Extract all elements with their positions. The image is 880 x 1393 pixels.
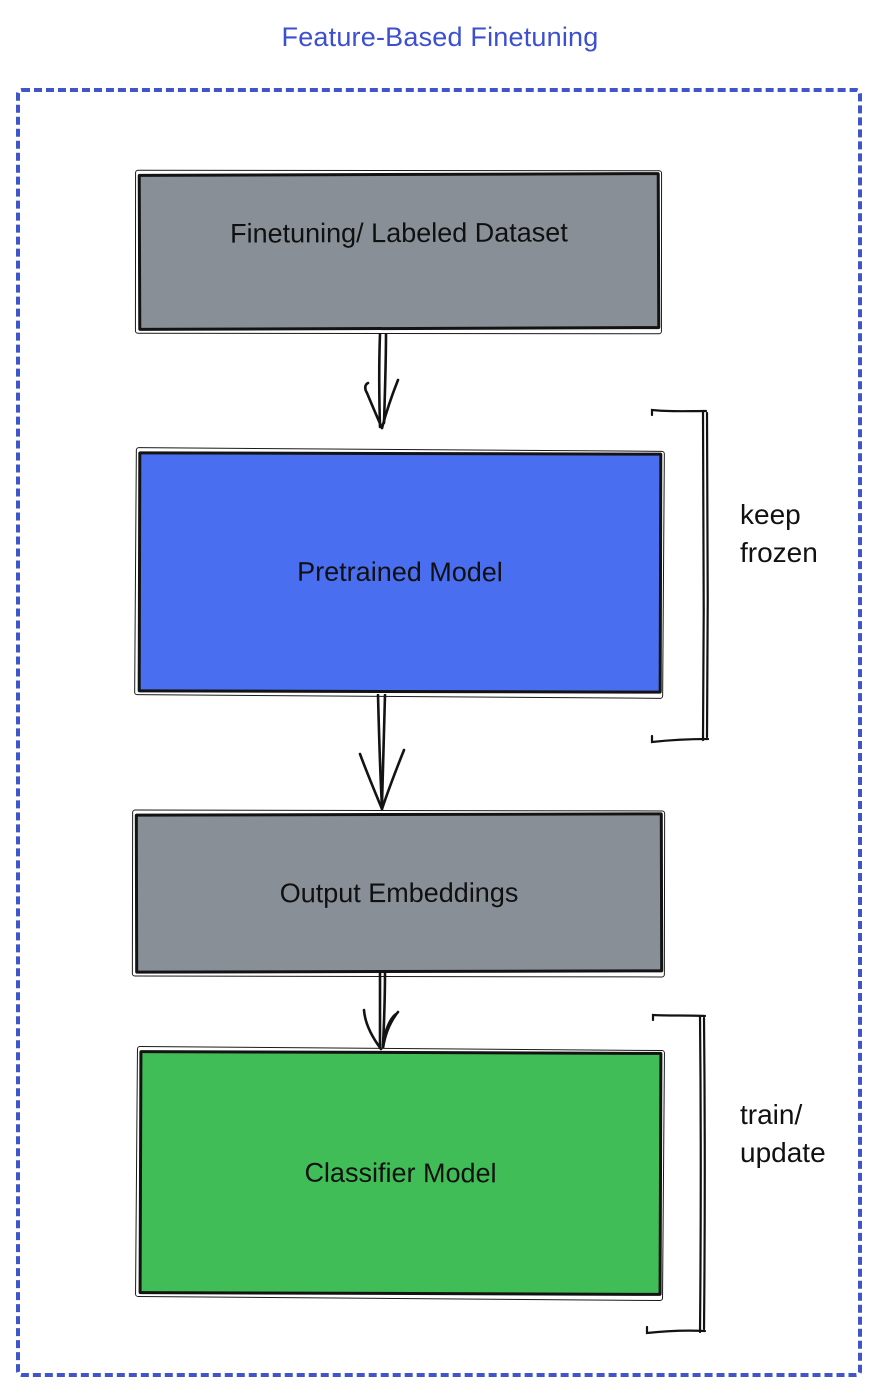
- train-update-bracket-icon: [645, 1013, 707, 1335]
- keep-frozen-label: keep frozen: [740, 499, 818, 568]
- diagram-title: Feature-Based Finetuning: [281, 22, 599, 52]
- node-output-embeddings: Output Embeddings: [134, 812, 664, 974]
- node-finetuning-dataset: Finetuning/ Labeled Dataset: [137, 172, 661, 331]
- arrow-down-icon: [362, 972, 400, 1051]
- keep-frozen-bracket-icon: [650, 408, 710, 744]
- node-pretrained-model: Pretrained Model: [137, 451, 663, 694]
- node-classifier-model: Classifier Model: [138, 1050, 663, 1296]
- train-update-label: train/ update: [740, 1099, 826, 1168]
- arrow-down-icon: [358, 694, 406, 811]
- node-output-embeddings-label: Output Embeddings: [279, 877, 519, 908]
- node-classifier-model-label: Classifier Model: [304, 1157, 497, 1188]
- node-pretrained-model-label: Pretrained Model: [297, 556, 503, 588]
- arrow-down-icon: [363, 333, 400, 430]
- dashed-border-frame: [16, 88, 862, 1377]
- node-finetuning-dataset-label: Finetuning/ Labeled Dataset: [230, 217, 568, 249]
